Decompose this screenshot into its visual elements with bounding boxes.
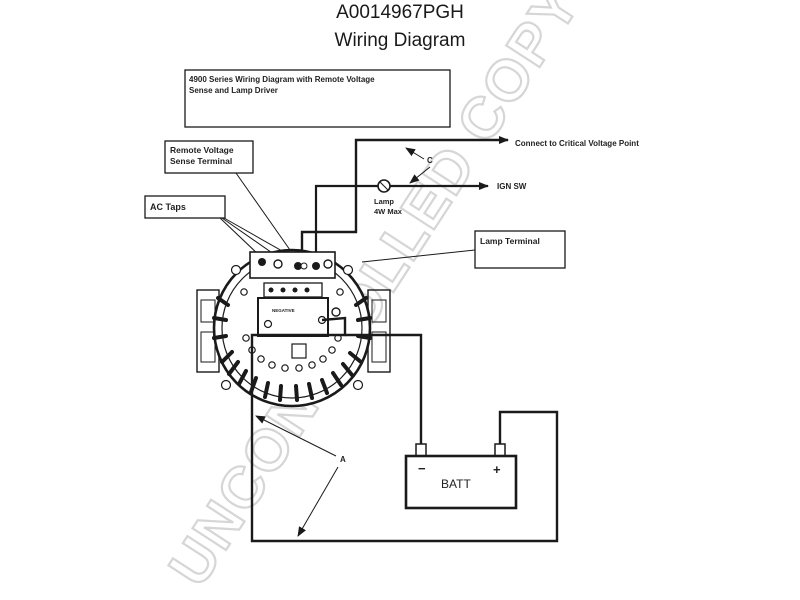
ground-wire (250, 316, 559, 543)
connect-label: Connect to Critical Voltage Point (515, 139, 639, 148)
c-arrow-lower (409, 166, 431, 184)
ac-tap-leader-1 (219, 217, 261, 257)
caption-box (184, 69, 451, 128)
c-arrow-upper (405, 147, 425, 160)
regulator-plate (257, 282, 329, 359)
battery-minus-label: − (418, 461, 426, 476)
rectifier-bolts (220, 264, 364, 391)
battery-terminal-positive (494, 443, 506, 457)
battery-label: BATT (441, 477, 471, 491)
mount-slot-left-2 (200, 331, 216, 363)
a-label: A (340, 455, 346, 464)
negative-terminal-label: NEGATIVE (272, 308, 295, 313)
lamp-terminal-label: Lamp Terminal (480, 236, 540, 246)
a-arrow-lower (297, 466, 339, 537)
ign-label: IGN SW (497, 182, 527, 191)
mount-slot-right-2 (371, 331, 387, 363)
battery-plus-label: + (493, 462, 501, 477)
sense-wire (300, 136, 509, 260)
battery-terminal-negative (415, 443, 427, 457)
lamp-terminal-leader (361, 249, 476, 263)
c-label: C (427, 156, 433, 165)
caption-line-1: 4900 Series Wiring Diagram with Remote V… (189, 75, 375, 84)
a-arrow-upper (255, 415, 337, 457)
terminal-strip (249, 251, 336, 279)
lamp-label-2: 4W Max (374, 207, 403, 216)
remote-voltage-leader (235, 172, 291, 251)
ac-taps-label: AC Taps (150, 202, 186, 212)
diagram-part-number: A0014967PGH (336, 2, 464, 23)
output-terminal (331, 307, 341, 317)
lamp-wire-left (314, 184, 378, 262)
remote-voltage-box (164, 140, 254, 174)
lamp-label-1: Lamp (374, 197, 394, 206)
battery-positive-wire (345, 333, 423, 447)
lamp-terminal-box (474, 230, 566, 269)
diagram-title: Wiring Diagram (334, 30, 466, 51)
ac-taps-box (144, 195, 226, 219)
ac-tap-leader-2 (221, 217, 279, 258)
caption-line-2: Sense and Lamp Driver (189, 86, 278, 95)
remote-voltage-label-1: Remote Voltage (170, 145, 234, 155)
mount-slot-right-1 (371, 299, 387, 323)
lamp-filament-icon (379, 181, 389, 191)
remote-voltage-label-2: Sense Terminal (170, 156, 232, 166)
battery (404, 454, 518, 510)
